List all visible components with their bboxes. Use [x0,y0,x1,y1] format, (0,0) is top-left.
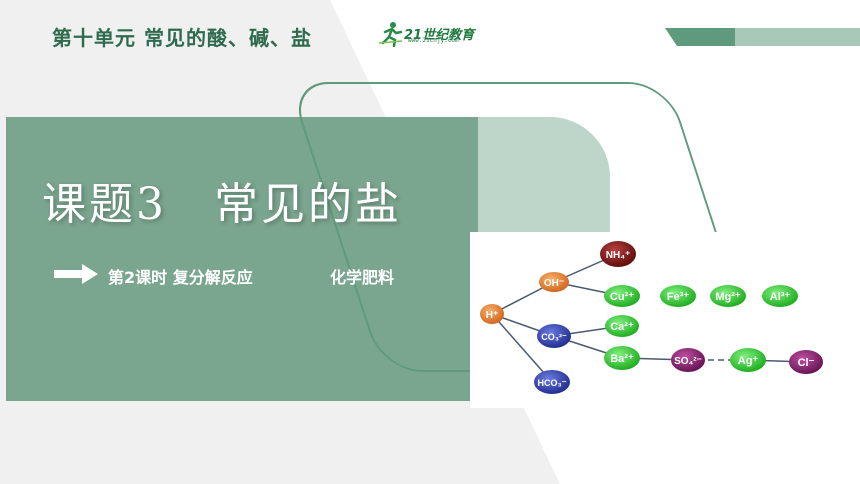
lesson-title: 课题3 常见的盐 [42,179,402,230]
ion-node-cu: Cu²⁺ [604,285,640,307]
svg-text:Fe³⁺: Fe³⁺ [667,291,690,303]
lesson-topic: 化学肥料 [330,268,395,287]
svg-text:Mg²⁺: Mg²⁺ [715,291,741,303]
svg-text:OH⁻: OH⁻ [544,278,564,289]
ion-node-h: H⁺ [480,304,504,324]
ion-node-ba: Ba²⁺ [604,346,640,370]
ion-node-hco3: HCO₃⁻ [534,370,570,394]
ion-node-so4: SO₄²⁻ [671,348,705,372]
svg-text:SO₄²⁻: SO₄²⁻ [674,356,702,367]
lesson-subtitle: 第2课时 复分解反应 [108,268,253,287]
unit-title: 第十单元 常见的酸、碱、盐 [52,26,312,50]
svg-text:Al³⁺: Al³⁺ [770,291,791,303]
runner-icon [378,22,403,47]
svg-text:Ag⁺: Ag⁺ [738,355,759,367]
banner-dark-panel [6,117,478,401]
svg-text:Cl⁻: Cl⁻ [798,357,815,369]
ion-node-co3: CO₃²⁻ [537,324,571,348]
svg-text:H⁺: H⁺ [486,310,499,321]
ion-diagram-svg: H⁺ OH⁻ NH₄⁺ Cu²⁺ Fe³⁺ Mg²⁺ Al³⁺ CO₃²⁻ [480,241,823,394]
ion-node-al: Al³⁺ [762,285,798,307]
ion-node-mg: Mg²⁺ [710,285,746,307]
svg-text:CO₃²⁻: CO₃²⁻ [541,332,567,342]
ion-node-ca: Ca²⁺ [605,315,639,337]
svg-text:Ca²⁺: Ca²⁺ [610,321,634,333]
logo-url: www.21cnjy.com [408,37,459,44]
svg-text:HCO₃⁻: HCO₃⁻ [538,378,567,388]
arrow-right-icon [54,264,98,284]
ion-node-cl: Cl⁻ [789,350,823,374]
ion-node-nh4: NH₄⁺ [600,241,636,267]
svg-text:Cu²⁺: Cu²⁺ [610,291,634,303]
ion-relationship-diagram: H⁺ OH⁻ NH₄⁺ Cu²⁺ Fe³⁺ Mg²⁺ Al³⁺ CO₃²⁻ [470,232,860,408]
ion-node-oh: OH⁻ [539,272,569,292]
ion-node-fe: Fe³⁺ [660,285,696,307]
svg-text:Ba²⁺: Ba²⁺ [610,353,634,365]
logo-text: 21世纪教育 [404,28,475,43]
svg-text:NH₄⁺: NH₄⁺ [606,250,631,261]
top-decoration-bar-light [735,28,860,46]
logo: 21世纪教育 www.21cnjy.com [378,20,482,48]
ion-node-ag: Ag⁺ [730,348,766,372]
